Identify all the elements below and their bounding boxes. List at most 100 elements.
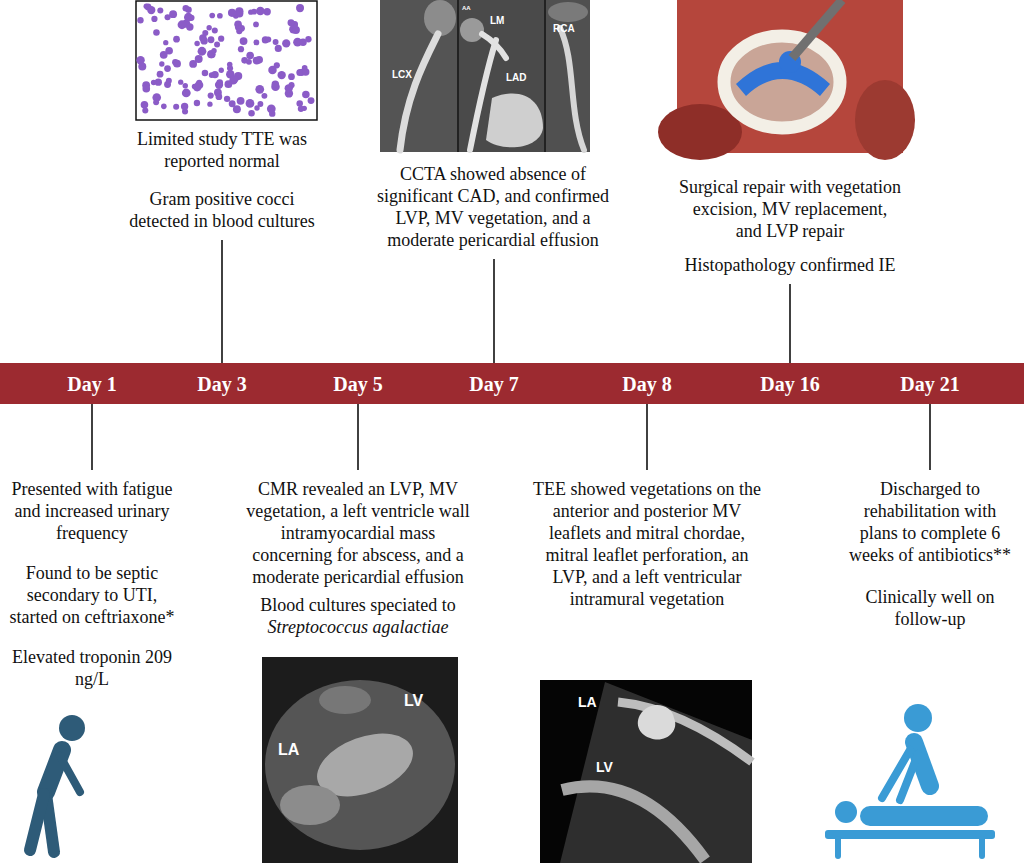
- stain-dot: [241, 57, 248, 64]
- event-text: Limited study TTE was reported normal: [122, 128, 322, 172]
- leader-line: [789, 284, 791, 363]
- heart-shape: [265, 680, 455, 850]
- stain-dot: [182, 89, 191, 98]
- stain-dot: [165, 47, 173, 55]
- echo-tissue: [618, 702, 752, 762]
- aorta-shape: [460, 18, 484, 42]
- stain-dot: [246, 99, 255, 108]
- stain-dot: [166, 78, 172, 84]
- stain-dot: [218, 36, 224, 42]
- holder-shaft: [792, 0, 842, 58]
- stain-dot: [153, 99, 159, 105]
- stain-dot: [164, 65, 171, 72]
- stain-dot: [261, 93, 267, 99]
- event-text: Gram positive cocci detected in blood cu…: [122, 188, 322, 232]
- image-label: LM: [490, 16, 504, 26]
- stain-dot: [173, 104, 179, 110]
- stain-dot: [265, 36, 271, 42]
- stain-dot: [235, 7, 243, 15]
- day-label: Day 21: [900, 372, 959, 396]
- stain-dot: [296, 4, 304, 12]
- tissue-shape: [319, 686, 371, 714]
- tissue-shape: [855, 80, 915, 160]
- event-text: Histopathology confirmed IE: [678, 254, 902, 276]
- stain-dot: [211, 71, 218, 78]
- stain-dot: [169, 10, 177, 18]
- leader-line: [646, 404, 648, 470]
- leader-lines: [92, 240, 930, 470]
- stain-dot: [178, 20, 187, 29]
- rehabilitation-icon: [825, 704, 995, 856]
- stain-dot: [296, 100, 302, 106]
- event-text: Presented with fatigue and increased uri…: [2, 478, 182, 544]
- stain-dot: [194, 100, 200, 106]
- icon-head: [904, 704, 932, 732]
- stain-dot: [254, 40, 260, 46]
- day-label: Day 16: [760, 372, 819, 396]
- vegetation-shape: [638, 705, 675, 740]
- image-ground: [540, 680, 752, 863]
- leader-line: [357, 404, 359, 470]
- stain-dot: [302, 91, 310, 99]
- stain-dot: [277, 71, 285, 79]
- leader-line: [221, 240, 223, 363]
- panel-divider: [457, 0, 459, 152]
- stain-dot: [151, 16, 157, 22]
- stain-dot: [163, 40, 168, 45]
- stain-dot: [188, 15, 194, 21]
- stain-dot: [254, 105, 259, 110]
- stain-dot: [256, 7, 265, 16]
- image-label: RCA: [553, 24, 575, 34]
- gram-stain-image: [136, 1, 317, 120]
- leader-line: [929, 404, 931, 470]
- stain-dot: [202, 30, 208, 36]
- stain-dot: [200, 37, 207, 44]
- stain-dot: [195, 55, 203, 63]
- icon-head: [835, 801, 857, 823]
- leader-line: [91, 404, 93, 470]
- stain-dot: [288, 73, 295, 80]
- stain-dot: [285, 84, 293, 92]
- stain-dot: [202, 70, 209, 77]
- stain-dot: [251, 9, 257, 15]
- icon-table: [825, 830, 995, 839]
- event-text: Surgical repair with vegetation excision…: [678, 176, 902, 242]
- image-label: LAD: [506, 73, 527, 83]
- stain-dot: [224, 96, 230, 102]
- event-text: TEE showed vegetations on the anterior a…: [527, 478, 767, 610]
- stain-dot: [273, 39, 279, 45]
- stain-dot: [138, 62, 146, 70]
- icon-leg: [30, 794, 44, 850]
- stain-dot: [181, 103, 188, 110]
- stain-dot: [228, 9, 236, 17]
- valve-ring: [724, 36, 840, 128]
- stain-dot: [308, 97, 315, 104]
- stain-dot: [137, 17, 143, 23]
- stain-dot: [238, 46, 244, 52]
- event-text: CMR revealed an LVP, MV vegetation, a le…: [245, 478, 471, 588]
- stain-dot: [147, 6, 155, 14]
- stain-dot: [172, 59, 178, 65]
- stain-dot: [157, 7, 163, 13]
- ventricle-shape: [486, 93, 543, 147]
- stain-dot: [275, 45, 282, 52]
- cmr-image: [262, 657, 458, 863]
- stain-dot: [161, 104, 167, 110]
- image-ground: [262, 657, 458, 863]
- stain-dot: [142, 85, 150, 93]
- stain-dot: [178, 80, 183, 85]
- event-text: Elevated troponin 209 ng/L: [2, 646, 182, 690]
- stain-dot: [208, 36, 215, 43]
- stain-dot: [297, 6, 304, 13]
- day-label: Day 1: [67, 372, 116, 396]
- stain-dot: [237, 97, 245, 105]
- event-text: Streptococcus agalactiae: [245, 616, 471, 638]
- stain-dot: [272, 80, 279, 87]
- stain-dot: [216, 93, 223, 100]
- stain-dot: [194, 41, 199, 46]
- leader-line: [493, 259, 495, 363]
- image-ground: [380, 0, 590, 152]
- stain-dot: [267, 104, 276, 113]
- stain-dot: [198, 47, 207, 56]
- stain-dot: [227, 62, 233, 68]
